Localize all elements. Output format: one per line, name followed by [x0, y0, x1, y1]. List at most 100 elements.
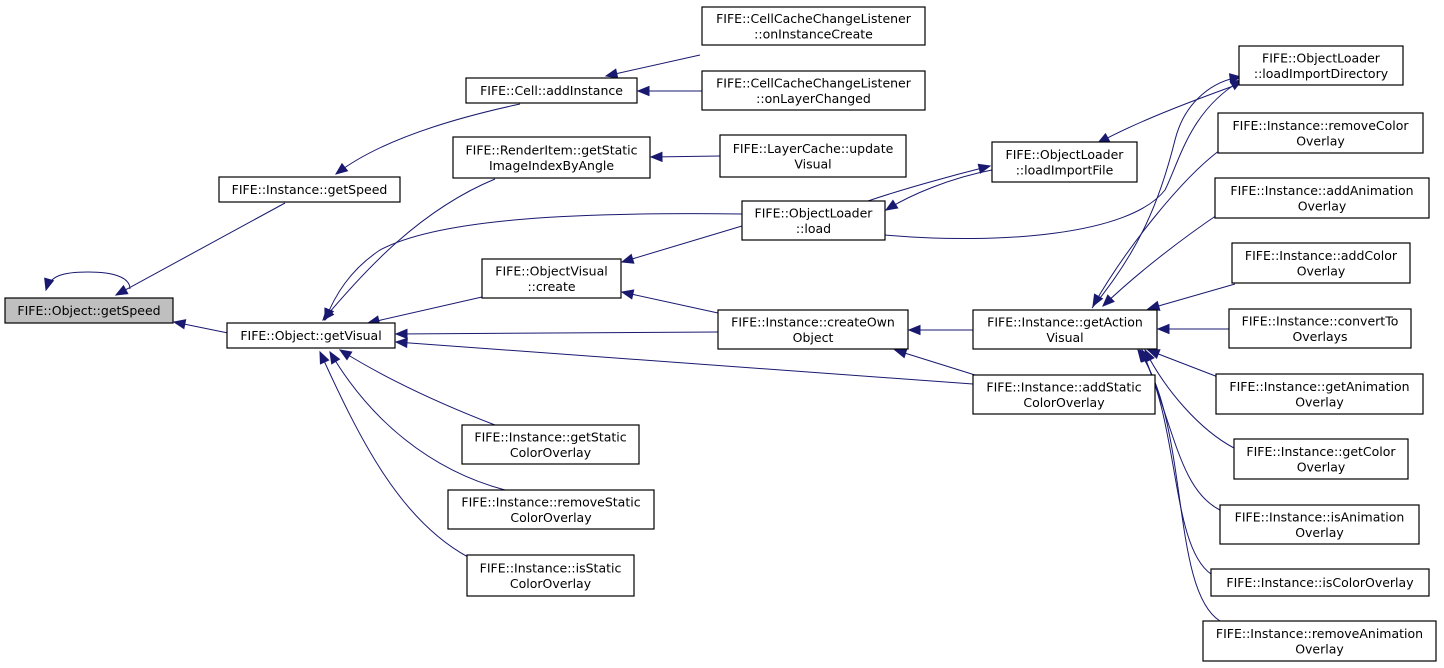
- node-inst_getSpeed[interactable]: FIFE::Instance::getSpeed: [218, 176, 401, 203]
- node-box[interactable]: [466, 554, 635, 597]
- edge-ov_create-to-obj_getVisual: [367, 296, 483, 324]
- node-label: FIFE::Instance::addColor: [1245, 248, 1398, 263]
- node-label: Visual: [1046, 330, 1083, 345]
- edge-inst_getStaticColorOverlay-to-obj_getVisual: [339, 349, 496, 426]
- node-label: FIFE::RenderItem::getStatic: [465, 142, 637, 157]
- node-label: FIFE::LayerCache::update: [733, 141, 894, 156]
- node-box[interactable]: [1210, 568, 1430, 597]
- node-obj_getVisual[interactable]: FIFE::Object::getVisual: [226, 322, 396, 349]
- node-box[interactable]: [991, 141, 1138, 183]
- node-box[interactable]: [1231, 242, 1411, 284]
- node-ov_create[interactable]: FIFE::ObjectVisual::create: [481, 258, 622, 299]
- arrowhead-lc_updateVisual-to-ri_getStatic: [649, 151, 663, 163]
- node-label: ::loadImportFile: [1016, 162, 1114, 177]
- node-ri_getStatic[interactable]: FIFE::RenderItem::getStaticImageIndexByA…: [452, 136, 651, 179]
- node-box[interactable]: [717, 309, 909, 350]
- edge-inst_createOwnObject-to-ov_create: [621, 291, 719, 314]
- arrowhead-inst_removeAnimationOverlay-to-inst_getActionVisual: [1137, 348, 1150, 363]
- arrowhead-ccl_onLayerChanged-to-cell_addInstance: [636, 85, 650, 97]
- node-label: ::load: [796, 221, 831, 236]
- edge-ol_load-to-ov_create: [621, 225, 743, 263]
- arrowhead-inst_addStaticColorOverlay-to-inst_createOwnObject: [893, 348, 908, 359]
- node-ol_loadImportFile[interactable]: FIFE::ObjectLoader::loadImportFile: [991, 141, 1138, 183]
- node-box[interactable]: [4, 297, 174, 324]
- arrowhead-inst_addAnimationOverlay-to-inst_getActionVisual: [1102, 294, 1115, 307]
- node-ccl_onInstanceCreate[interactable]: FIFE::CellCacheChangeListener::onInstanc…: [701, 6, 926, 46]
- arrowhead-inst_addStaticColorOverlay-to-obj_getVisual: [394, 337, 408, 349]
- node-ol_loadImportDirectory[interactable]: FIFE::ObjectLoader::loadImportDirectory: [1238, 45, 1404, 86]
- node-box[interactable]: [701, 70, 926, 111]
- node-box[interactable]: [465, 77, 638, 104]
- arrowhead-inst_convertToOverlays-to-inst_getActionVisual: [1156, 323, 1170, 335]
- node-box[interactable]: [1228, 308, 1412, 349]
- node-box[interactable]: [972, 309, 1158, 350]
- node-label: FIFE::Instance::isStatic: [480, 560, 622, 575]
- node-label: FIFE::ObjectLoader: [1262, 50, 1381, 65]
- node-box[interactable]: [1217, 112, 1424, 154]
- node-label: Visual: [794, 156, 831, 171]
- node-label: FIFE::Instance::convertTo: [1242, 313, 1399, 328]
- arrowhead-cell_addInstance-to-inst_getSpeed: [334, 162, 349, 175]
- node-label: FIFE::Instance::isColorOverlay: [1226, 575, 1414, 590]
- node-box[interactable]: [218, 176, 401, 203]
- arrowhead-inst_createOwnObject-to-obj_getVisual: [394, 328, 408, 340]
- arrowhead-inst_isStaticColorOverlay-to-obj_getVisual: [319, 350, 330, 365]
- node-cell_addInstance[interactable]: FIFE::Cell::addInstance: [465, 77, 638, 104]
- node-box[interactable]: [1214, 177, 1430, 219]
- node-box[interactable]: [1215, 373, 1424, 415]
- node-label: FIFE::Instance::getColor: [1246, 444, 1396, 459]
- node-box[interactable]: [1238, 45, 1404, 86]
- node-ccl_onLayerChanged[interactable]: FIFE::CellCacheChangeListener::onLayerCh…: [701, 70, 926, 111]
- edge-ol_load-to-ol_loadImportFile: [867, 165, 991, 202]
- arrowhead-obj_getVisual-to-obj_getSpeed: [172, 319, 187, 330]
- node-label: ::loadImportDirectory: [1254, 66, 1389, 81]
- node-label: FIFE::Instance::isAnimation: [1235, 509, 1405, 524]
- node-label: FIFE::Instance::addStatic: [986, 379, 1141, 394]
- node-label: Overlay: [1296, 133, 1345, 148]
- node-box[interactable]: [447, 489, 655, 530]
- node-box[interactable]: [461, 424, 640, 465]
- node-box[interactable]: [226, 322, 396, 349]
- node-box[interactable]: [1233, 438, 1409, 480]
- node-box[interactable]: [972, 374, 1156, 415]
- edge-inst_getSpeed-to-obj_getSpeed: [115, 202, 286, 296]
- node-ol_load[interactable]: FIFE::ObjectLoader::load: [741, 200, 886, 241]
- edge-lc_updateVisual-to-ri_getStatic: [650, 155, 721, 158]
- node-box[interactable]: [741, 200, 886, 241]
- node-box[interactable]: [1219, 504, 1420, 545]
- arrowhead-ol_load-to-obj_getVisual: [324, 307, 335, 322]
- edge-inst_getColorOverlay-to-inst_getActionVisual: [1144, 349, 1235, 449]
- node-box[interactable]: [452, 136, 651, 179]
- node-box[interactable]: [719, 134, 907, 178]
- node-label: FIFE::Instance::createOwn: [731, 314, 895, 329]
- node-box[interactable]: [481, 258, 622, 299]
- node-box[interactable]: [701, 6, 926, 46]
- node-label: Overlays: [1292, 329, 1347, 344]
- node-label: FIFE::Object::getSpeed: [17, 303, 160, 318]
- node-box[interactable]: [1202, 620, 1437, 662]
- node-label: FIFE::ObjectLoader: [755, 205, 874, 220]
- node-label: FIFE::Instance::removeAnimation: [1216, 626, 1423, 641]
- edge-inst_removeStaticColorOverlay-to-obj_getVisual: [329, 351, 506, 491]
- node-obj_getSpeed[interactable]: FIFE::Object::getSpeed: [4, 297, 174, 324]
- node-inst_isColorOverlay[interactable]: FIFE::Instance::isColorOverlay: [1210, 568, 1430, 597]
- edge-inst_createOwnObject-to-obj_getVisual: [395, 331, 719, 335]
- edge-ol_load-to-ol_loadImportDirectory: [884, 79, 1243, 240]
- arrowhead-inst_getStaticColorOverlay-to-obj_getVisual: [338, 349, 353, 361]
